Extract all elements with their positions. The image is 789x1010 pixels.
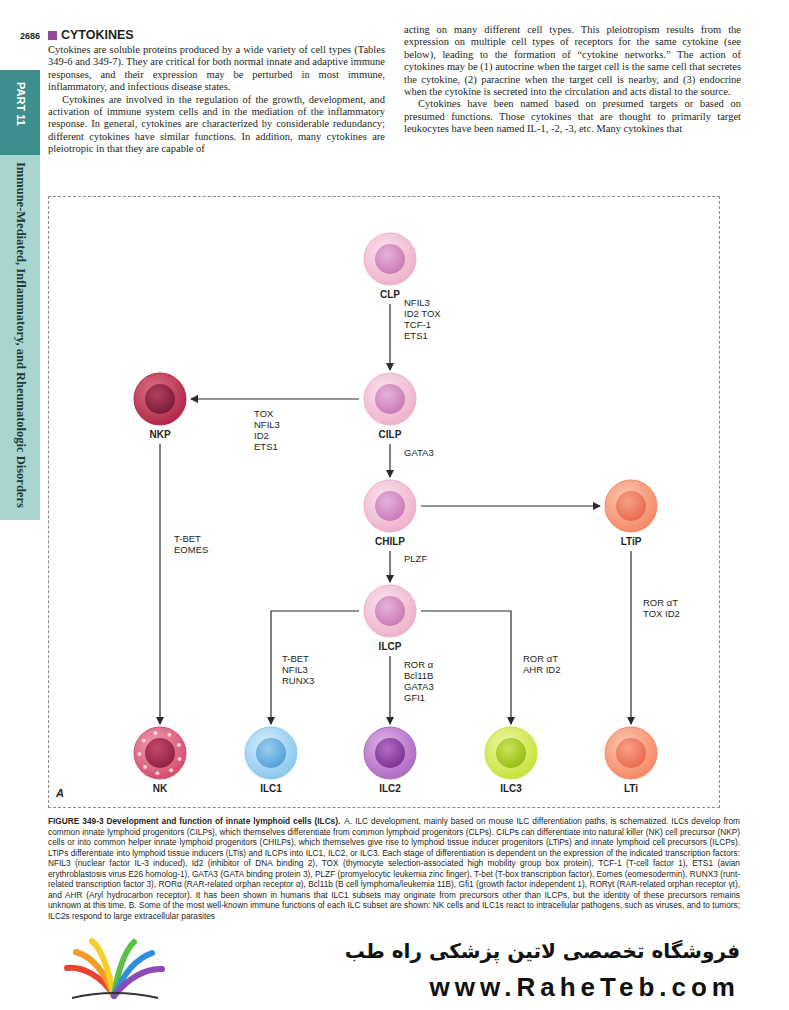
cell-label: NKP [149, 429, 170, 441]
cell-illustration [363, 726, 417, 780]
watermark-url: www.RaheTeb.com [380, 972, 740, 1002]
figure-caption: FIGURE 349-3 Development and function of… [48, 816, 740, 921]
heading-square [48, 31, 57, 40]
cell-illustration [604, 726, 658, 780]
cell-label: LTi [624, 783, 638, 795]
text-column: Cytokines are soluble proteins produced … [48, 44, 385, 156]
cell-illustration [604, 479, 658, 533]
cell-illustration [133, 726, 187, 780]
cell-illustration [244, 726, 298, 780]
cell-node: ILC1 [242, 726, 300, 795]
cell-illustration [484, 726, 538, 780]
edge-label: ROR αT AHR ID2 [523, 653, 562, 675]
edge-label: T-BET NFIL3 RUNX3 [282, 653, 321, 686]
figure-frame: A CLP NKP CILP CHILP LTiP ILCP NK ILC1 ILC2 ILC3 LT… [48, 196, 720, 808]
edge-label: T-BET EOMES [174, 533, 213, 555]
text-column: acting on many different cell types. Thi… [404, 24, 741, 136]
cell-label: CHILP [375, 536, 405, 548]
caption-text: A. ILC development, mainly based on mous… [48, 816, 740, 921]
arrow-connector [630, 551, 631, 724]
cell-label: ILC2 [379, 783, 401, 795]
cell-illustration [363, 479, 417, 533]
arrow-connector [191, 398, 359, 399]
body-paragraph: Cytokines have been named based on presu… [404, 98, 741, 135]
cell-illustration [363, 584, 417, 638]
arrow-connector [271, 611, 359, 724]
cell-node: NK [131, 726, 189, 795]
arrow-connector [389, 304, 390, 370]
cell-illustration [363, 372, 417, 426]
body-paragraph: Cytokines are soluble proteins produced … [48, 44, 385, 94]
arrow-connector [421, 505, 600, 506]
body-paragraph: acting on many different cell types. Thi… [404, 24, 741, 98]
part-title: Immune-Mediated, Inflammatory, and Rheum… [13, 162, 28, 508]
cell-label: CLP [380, 289, 400, 301]
edge-label: PLZF [404, 553, 443, 564]
arrow-connector [389, 444, 390, 477]
edge-label: ROR αT TOX ID2 [643, 597, 682, 619]
cell-illustration [133, 372, 187, 426]
cell-node: ILC2 [361, 726, 419, 795]
edge-label: ROR α Bcl11B GATA3 GFI1 [404, 659, 443, 703]
cell-label: LTiP [621, 536, 642, 548]
edge-label: GATA3 [404, 447, 443, 458]
arrow-connector [389, 656, 390, 724]
edge-label: NFIL3 ID2 TOX TCF-1 ETS1 [404, 297, 443, 341]
edge-label: TOX NFIL3 ID2 ETS1 [254, 408, 293, 452]
cell-node: LTi [602, 726, 660, 795]
panel-letter: A [56, 787, 64, 800]
cell-node: CHILP [361, 479, 419, 548]
logo-icon [62, 936, 167, 1006]
cell-node: ILCP [361, 584, 419, 653]
body-paragraph: Cytokines are involved in the regulation… [48, 94, 385, 156]
cell-label: ILCP [379, 641, 402, 653]
arrow-connector [159, 444, 160, 724]
arrow-connector [389, 551, 390, 582]
part-number: PART 11 [14, 82, 27, 126]
cell-label: CILP [379, 429, 402, 441]
page-number: 2686 [20, 31, 40, 42]
arrow-connector [421, 611, 511, 724]
cell-node: CLP [361, 232, 419, 301]
cell-node: LTiP [602, 479, 660, 548]
cell-node: ILC3 [482, 726, 540, 795]
cell-label: ILC3 [500, 783, 522, 795]
cell-node: NKP [131, 372, 189, 441]
cell-label: NK [153, 783, 167, 795]
cell-label: ILC1 [260, 783, 282, 795]
watermark-text: فروشگاه تخصصی لاتین پزشکی راه طب [380, 938, 740, 964]
section-heading: CYTOKINES [61, 28, 134, 42]
figure-title: FIGURE 349-3 Development and function of… [48, 816, 340, 826]
cell-illustration [363, 232, 417, 286]
cell-node: CILP [361, 372, 419, 441]
